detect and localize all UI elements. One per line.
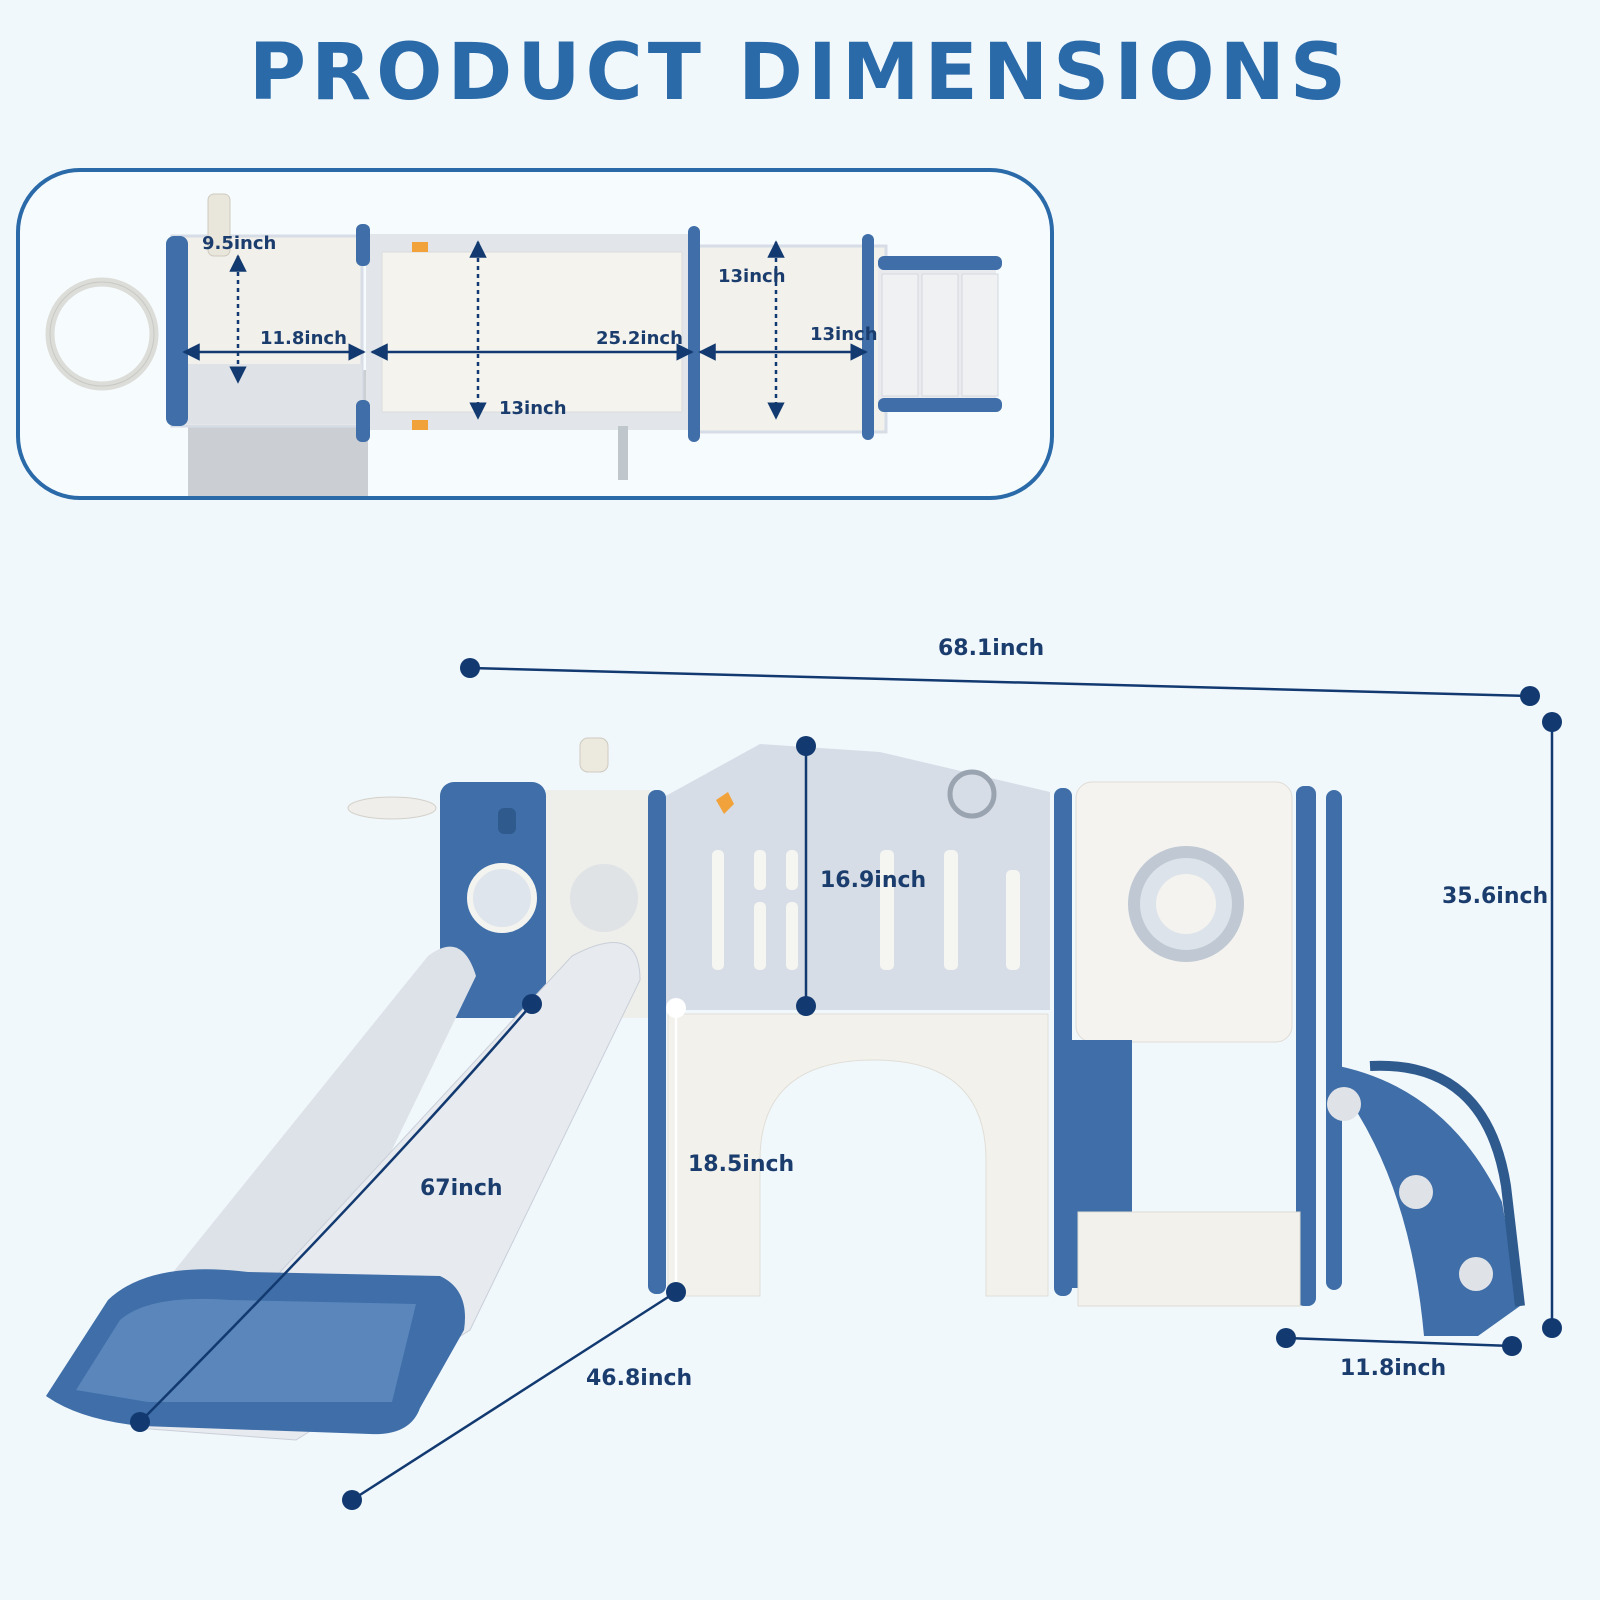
top-view-panel: [16, 168, 1054, 500]
dimension-label-46-8: 46.8inch: [586, 1366, 693, 1391]
dimension-label-67: 67inch: [420, 1176, 503, 1201]
middle-house: [648, 744, 1072, 1297]
dimension-label-13-d: 13inch: [810, 324, 878, 345]
basketball-hoop: [347, 737, 609, 820]
dimension-label-35-6: 35.6inch: [1442, 884, 1549, 909]
dimension-label-68-1: 68.1inch: [938, 636, 1045, 661]
front-dimension-lines: [139, 666, 1554, 1502]
dimension-label-18-5: 18.5inch: [688, 1152, 795, 1177]
steps-top: [878, 256, 1002, 412]
top-view-drawing: [45, 193, 1002, 496]
right-tower: [1070, 781, 1342, 1307]
module-a-top: [166, 193, 364, 428]
climbing-steps: [1327, 1060, 1525, 1336]
dimension-label-11-8-top: 11.8inch: [260, 328, 347, 349]
dimension-label-9-5: 9.5inch: [202, 233, 277, 254]
dimension-label-25-2: 25.2inch: [596, 328, 683, 349]
dimension-label-13-c: 13inch: [718, 266, 786, 287]
basketball-ring-top: [45, 277, 159, 391]
top-dimension-lines: [182, 240, 868, 420]
dimension-label-16-9: 16.9inch: [820, 868, 927, 893]
page-title: PRODUCT DIMENSIONS: [248, 28, 1352, 118]
front-dimension-dots: [130, 658, 1562, 1510]
dimension-label-13-b: 13inch: [499, 398, 567, 419]
module-b-top: [356, 224, 698, 480]
dimension-label-11-8-front: 11.8inch: [1340, 1356, 1447, 1381]
slide: [46, 942, 641, 1441]
module-c-top: [688, 226, 888, 442]
